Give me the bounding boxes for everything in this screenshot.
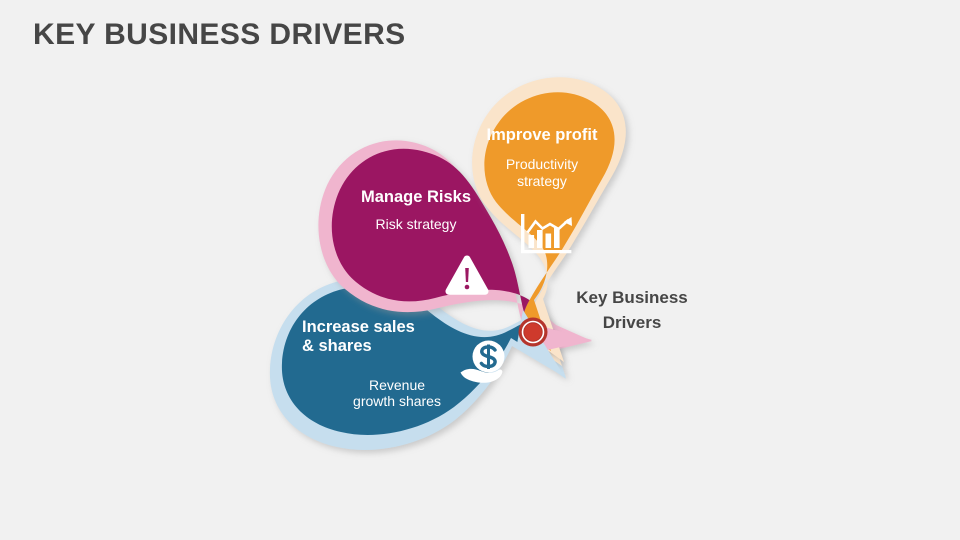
petal-manage-risks-fill bbox=[331, 148, 576, 345]
center-hub-marker[interactable] bbox=[518, 317, 548, 347]
petal-manage-risks[interactable] bbox=[318, 140, 592, 353]
petal-increase-sales-fill bbox=[281, 286, 548, 435]
center-caption: Key Business Drivers bbox=[576, 288, 688, 332]
petal-increase-sales[interactable] bbox=[269, 278, 566, 450]
page-title: KEY BUSINESS DRIVERS bbox=[33, 18, 406, 51]
